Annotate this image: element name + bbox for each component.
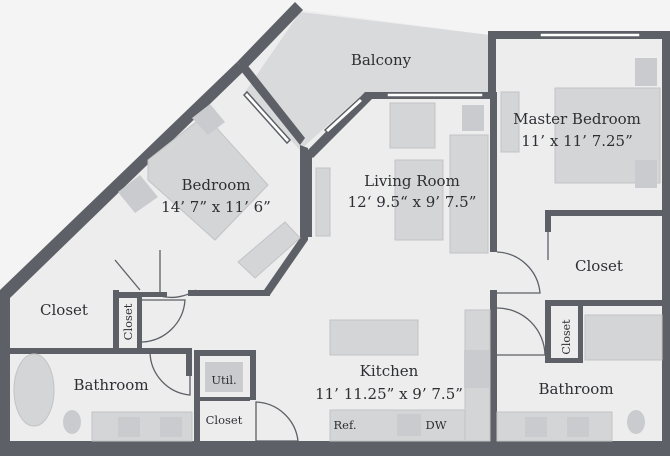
label-bedroom: Bedroom [182, 176, 251, 194]
living-sofa [449, 134, 489, 254]
wall-small-closet-box [117, 292, 139, 298]
wall-balcony-left [237, 2, 303, 70]
bedroom-nightstand [118, 175, 158, 213]
bedroom-bed [147, 114, 269, 241]
label-master-bedroom: Master Bedroom [513, 110, 641, 128]
wall-left-closet-right [113, 290, 119, 352]
right-bath-sink-2 [567, 417, 589, 437]
label-closet-bedroom: Closet [40, 301, 88, 319]
door-util-closet [255, 401, 299, 442]
wall-bath-right-closet [545, 306, 551, 363]
door-closet-small [141, 299, 186, 343]
wall-kitchen-right [490, 290, 497, 441]
wall-bedroom-bottom [195, 290, 270, 296]
label-closet-master: Closet [575, 257, 623, 275]
label-closet-util: Closet [206, 413, 243, 427]
wall-util-mid [200, 397, 250, 401]
wall-util-top [194, 350, 256, 356]
label-refrigerator: Ref. [334, 418, 357, 432]
label-kitchen-dims: 11’ 11.25” x 9’ 7.5” [315, 385, 463, 403]
left-bathtub [13, 353, 55, 427]
wall-master-closet-bottom [545, 300, 670, 306]
label-living-room: Living Room [364, 172, 460, 190]
wall-exterior-diagonal [0, 62, 245, 298]
wall-exterior-right [662, 31, 670, 456]
kitchen-sink [397, 414, 421, 436]
window-bedroom-balcony [242, 90, 292, 145]
wall-exterior-left [0, 290, 10, 456]
util-box [205, 362, 243, 392]
bedroom-dresser [237, 221, 301, 279]
label-master-bedroom-dims: 11’ x 11’ 7.25” [521, 132, 633, 150]
right-bath-toilet [627, 410, 645, 434]
right-bath-sink-1 [525, 417, 547, 437]
left-bath-toilet [63, 410, 81, 434]
label-bathroom-left: Bathroom [73, 376, 148, 394]
wall-small-closet-right [137, 292, 142, 350]
door-bedroom-closet [114, 259, 141, 291]
right-bathtub [584, 314, 663, 361]
living-chair [389, 102, 436, 149]
label-kitchen: Kitchen [360, 362, 419, 380]
label-util: Util. [211, 373, 236, 387]
wall-util-left [194, 350, 200, 441]
wall-living-left [306, 152, 312, 237]
door-left-bath [149, 351, 191, 396]
living-tv-stand [315, 167, 331, 237]
master-nightstand-2 [635, 160, 657, 188]
label-closet-vertical-right: Closet [560, 319, 573, 355]
label-bedroom-dims: 14’ 7” x 11’ 6” [161, 198, 271, 216]
window-living-top [386, 92, 484, 98]
bedroom-nightstand-2 [192, 104, 225, 135]
living-end-table [462, 105, 484, 131]
label-living-room-dims: 12‘ 9.5“ x 9’ 7.5” [348, 193, 477, 211]
window-balcony-door [323, 96, 365, 135]
label-dishwasher: DW [425, 418, 446, 432]
door-master-bath [496, 307, 546, 356]
wall-bedroom-lower-left [137, 292, 167, 297]
window-master-top [539, 32, 641, 38]
wall-util-right [250, 350, 256, 400]
wall-balcony-right [488, 31, 496, 99]
master-dresser [500, 91, 520, 153]
left-bath-sink-1 [118, 417, 140, 437]
left-bath-sink-2 [160, 417, 182, 437]
wall-bath-right-closet-bottom [545, 358, 580, 363]
label-bathroom-right: Bathroom [538, 380, 613, 398]
master-nightstand [635, 58, 657, 86]
wall-exterior-bottom [0, 441, 670, 456]
wall-left-bath-top [10, 348, 190, 354]
balcony-area [245, 12, 490, 150]
kitchen-stove [464, 350, 490, 388]
label-closet-vertical-left: Closet [121, 303, 135, 340]
wall-master-left [490, 92, 497, 252]
kitchen-island [329, 319, 419, 356]
label-balcony: Balcony [351, 51, 412, 69]
wall-bath-right-closet-right [578, 306, 583, 363]
wall-bedroom-right [264, 145, 308, 295]
wall-bedroom-balcony [237, 62, 305, 145]
right-bath-vanity [496, 411, 613, 442]
wall-master-bottom [545, 210, 670, 216]
living-coffee-table [394, 159, 444, 241]
door-bedroom [159, 250, 197, 299]
door-living-kitchen [496, 251, 541, 294]
wall-left-bath-right [186, 348, 192, 376]
